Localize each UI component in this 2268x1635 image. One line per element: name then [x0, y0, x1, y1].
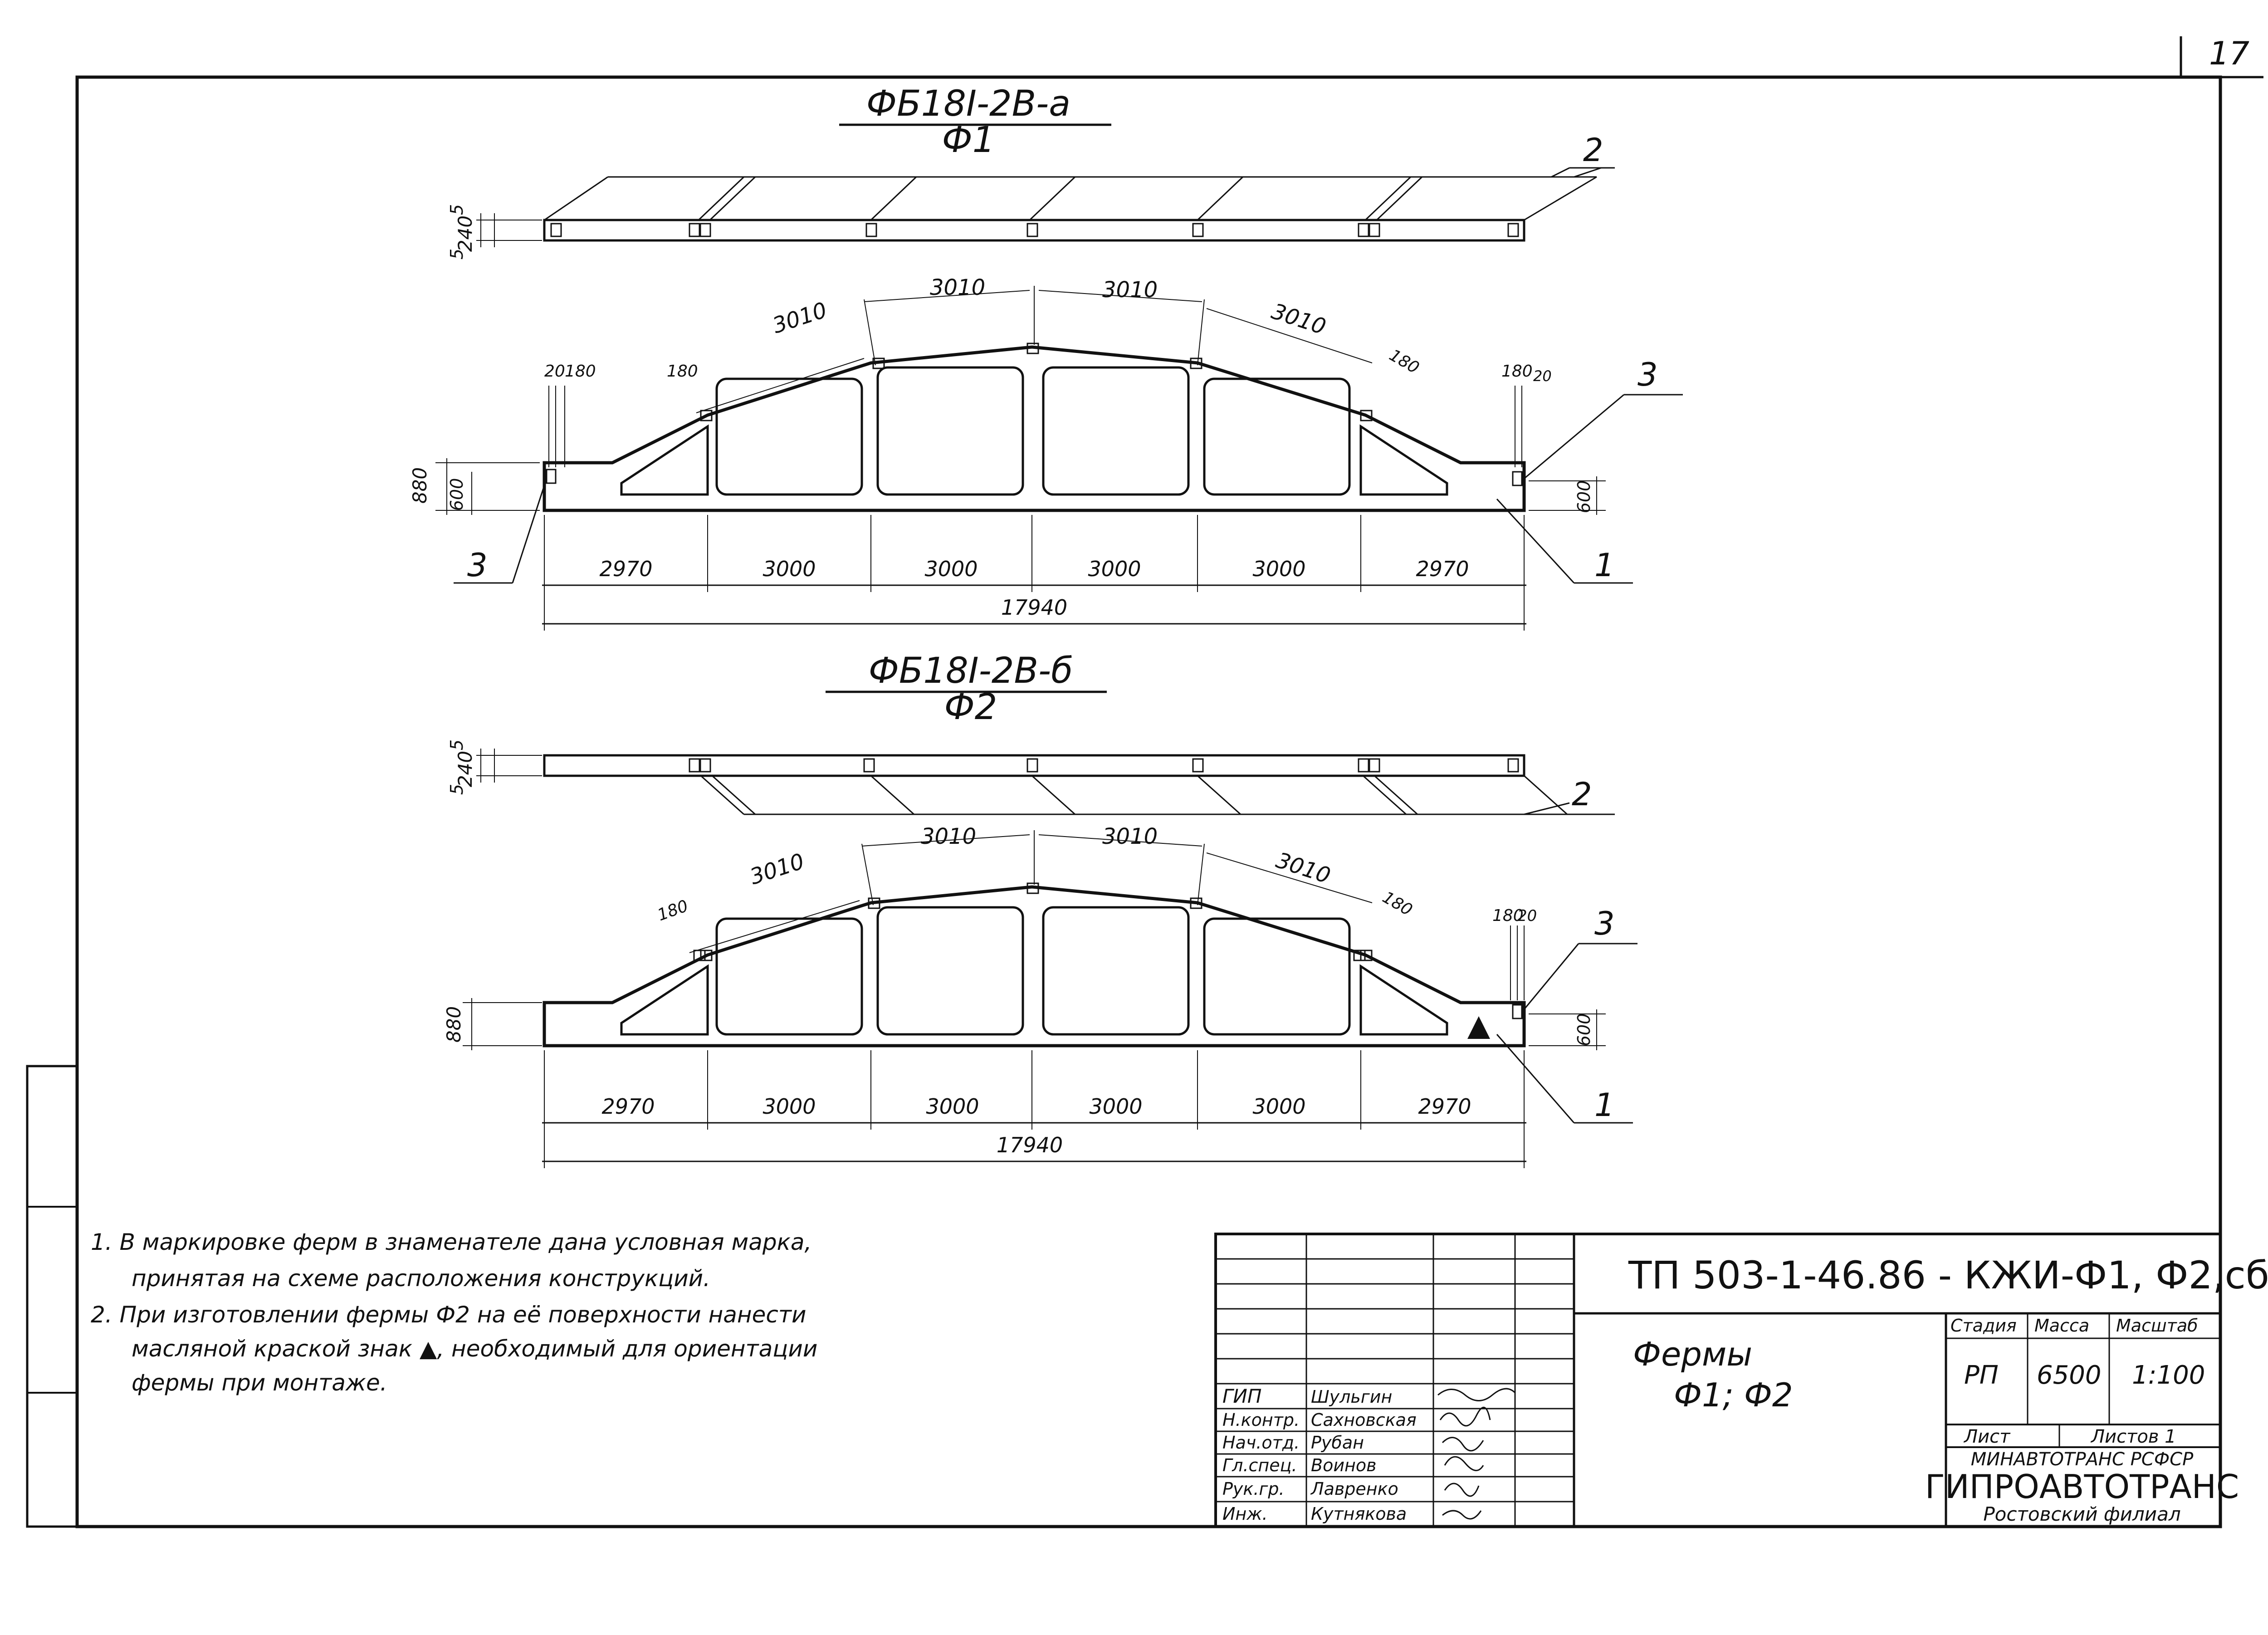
truss-a-sub: Ф1 [942, 120, 995, 161]
truss-a-top-dim-2: 3010 [930, 275, 985, 300]
note-line-3: 2. При изготовлении фермы Ф2 на её повер… [91, 1302, 807, 1328]
role-1: ГИП [1222, 1385, 1261, 1407]
stage-label: Стадия [1950, 1316, 2017, 1336]
sheet-label: Лист [1963, 1426, 2011, 1447]
truss-a-elevation [543, 345, 1526, 512]
svg-text:180: 180 [1379, 888, 1416, 920]
svg-text:3: 3 [1594, 905, 1615, 942]
truss-b-height: 880 [443, 1006, 465, 1043]
left-stamp [26, 1065, 78, 1528]
title-block: ГИП Н.контр. Нач.отд. Гл.спец. Рук.гр. И… [1214, 1233, 2268, 1528]
truss-b-plan [543, 754, 1525, 777]
truss-b-bottom-dim-4: 3000 [1089, 1094, 1142, 1119]
document-code: ТП 503-1-46.86 - КЖИ-Ф1, Ф2,сб [1628, 1253, 2268, 1297]
note-line-4: масляной краской знак ▲, необходимый для… [132, 1336, 817, 1362]
truss-b-top-dim-2: 3010 [921, 824, 976, 849]
svg-text:1: 1 [1594, 1087, 1615, 1124]
truss-b-sub: Ф2 [944, 687, 997, 728]
note-line-2: принятая на схеме расположения конструкц… [132, 1265, 710, 1292]
truss-b-bottom-dim-1: 2970 [601, 1094, 655, 1119]
name-1: Шульгин [1311, 1387, 1392, 1407]
note-line-1: 1. В маркировке ферм в знаменателе дана … [91, 1229, 811, 1255]
mass-label: Масса [2034, 1316, 2089, 1336]
svg-text:20: 20 [1533, 367, 1552, 385]
role-4: Гл.спец. [1222, 1455, 1297, 1475]
truss-a-top-dim-3: 3010 [1102, 277, 1158, 303]
name-2: Сахновская [1311, 1410, 1417, 1430]
truss-a-bottom-dim-1: 2970 [599, 557, 652, 581]
svg-text:180: 180 [1492, 906, 1524, 925]
truss-b-top-dim-4: 3010 [1273, 847, 1333, 889]
truss-a-height: 880 [409, 467, 431, 504]
truss-a-bottom-dim-5: 3000 [1252, 557, 1305, 581]
truss-a-plan-width: 240 [454, 215, 476, 252]
sheets-label: Листов 1 [2090, 1426, 2176, 1447]
drawing-name-2: Ф1; Ф2 [1674, 1376, 1793, 1414]
svg-text:5: 5 [447, 784, 467, 795]
truss-a-bottom-dim-6: 2970 [1416, 557, 1469, 581]
name-3: Рубан [1311, 1433, 1364, 1453]
truss-b: ФБ18I-2В-б Ф2 240 5 5 2 [443, 651, 1637, 1168]
sheet-frame [75, 75, 2222, 1528]
svg-text:600: 600 [1574, 1013, 1594, 1047]
svg-text:5: 5 [447, 739, 467, 750]
svg-text:180: 180 [1386, 346, 1422, 377]
org-ministry: МИНАВТОТРАНС РСФСР [1971, 1449, 2194, 1470]
note-line-5: фермы при монтаже. [132, 1370, 387, 1396]
svg-text:20: 20 [1517, 907, 1537, 925]
svg-text:3: 3 [1637, 356, 1658, 393]
signatures [1437, 1388, 1516, 1520]
truss-a-top-dim-1: 3010 [769, 297, 830, 338]
svg-text:180: 180 [655, 896, 691, 925]
truss-b-total: 17940 [997, 1133, 1063, 1157]
truss-a: ФБ18I-2В-а Ф1 240 5 5 [409, 83, 1683, 631]
truss-b-top-dim-3: 3010 [1102, 824, 1158, 849]
sheet-number: 17 [2209, 35, 2249, 72]
svg-text:3: 3 [467, 547, 488, 584]
truss-b-bottom-dim-2: 3000 [763, 1094, 816, 1119]
org-name: ГИПРОАВТОТРАНС [1925, 1468, 2239, 1506]
svg-text:5: 5 [447, 249, 467, 259]
svg-text:180: 180 [565, 362, 596, 381]
truss-b-bottom-dim-6: 2970 [1418, 1094, 1471, 1119]
truss-b-plan-width: 240 [454, 751, 476, 787]
truss-a-top-dim-4: 3010 [1268, 299, 1329, 340]
svg-text:180: 180 [1501, 362, 1533, 381]
role-6: Инж. [1222, 1504, 1268, 1524]
truss-b-bottom-dim-3: 3000 [926, 1094, 979, 1119]
truss-a-bottom-dim-4: 3000 [1088, 557, 1141, 581]
role-3: Нач.отд. [1222, 1433, 1300, 1453]
name-5: Лавренко [1310, 1479, 1398, 1499]
name-4: Воинов [1311, 1455, 1377, 1475]
scale-value: 1:100 [2132, 1361, 2205, 1390]
truss-a-bottom-dim-3: 3000 [924, 557, 978, 581]
scale-label: Масштаб [2116, 1316, 2198, 1336]
truss-b-top-dim-1: 3010 [747, 848, 807, 890]
truss-a-mark: ФБ18I-2В-а [866, 83, 1070, 124]
svg-text:600: 600 [1574, 480, 1594, 514]
truss-b-elevation [543, 885, 1526, 1048]
drawing-name: Фермы [1633, 1335, 1752, 1373]
svg-text:600: 600 [447, 478, 467, 511]
svg-text:180: 180 [667, 362, 698, 381]
notes: 1. В маркировке ферм в знаменателе дана … [91, 1229, 817, 1396]
role-5: Рук.гр. [1222, 1479, 1285, 1499]
truss-a-total: 17940 [1001, 595, 1067, 620]
orientation-triangle-icon [1467, 1016, 1490, 1039]
svg-text:5: 5 [447, 204, 467, 215]
name-6: Кутнякова [1311, 1504, 1407, 1524]
svg-text:1: 1 [1594, 547, 1615, 584]
svg-text:20: 20 [544, 362, 565, 381]
truss-b-mark: ФБ18I-2В-б [869, 651, 1073, 691]
svg-text:2: 2 [1583, 132, 1603, 169]
stage-value: РП [1964, 1361, 1999, 1390]
truss-a-plan [543, 219, 1525, 242]
truss-b-bottom-dim-5: 3000 [1252, 1094, 1305, 1119]
mass-value: 6500 [2037, 1361, 2102, 1390]
role-2: Н.контр. [1222, 1410, 1300, 1430]
truss-a-bottom-dim-2: 3000 [763, 557, 816, 581]
org-branch: Ростовский филиал [1983, 1503, 2180, 1525]
svg-text:2: 2 [1572, 776, 1592, 813]
